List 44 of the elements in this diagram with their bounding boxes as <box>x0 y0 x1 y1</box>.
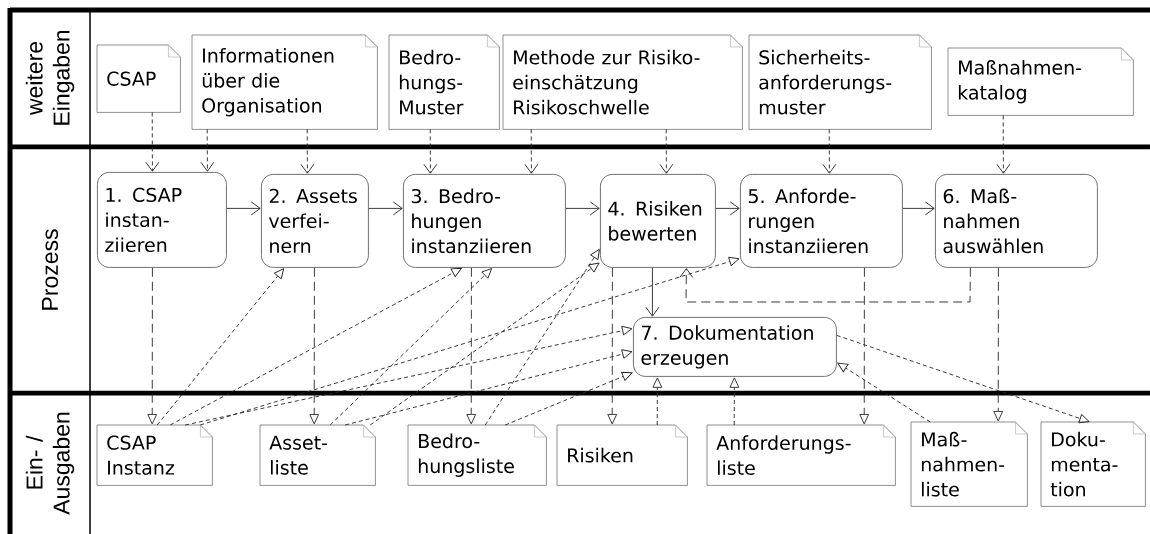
arrow <box>836 334 1090 424</box>
arrow <box>484 248 600 426</box>
arrow <box>309 267 320 425</box>
arrow <box>729 377 740 426</box>
arrow <box>369 262 600 426</box>
arrow <box>607 267 618 425</box>
arrow <box>466 267 477 425</box>
arrow <box>524 128 539 174</box>
arrow <box>368 201 403 216</box>
arrow <box>199 256 740 426</box>
arrow <box>859 267 870 425</box>
arrow <box>993 267 1004 422</box>
process-box: 7. Dokumentation erzeugen <box>633 317 837 377</box>
lane-heading: weitere Eingaben <box>25 30 75 125</box>
arrow <box>184 325 633 426</box>
process-box: 1. CSAP instan- ziieren <box>97 172 227 268</box>
process-box: 3. Bedro- hungen instanziieren <box>403 174 566 268</box>
arrow <box>147 267 158 425</box>
lane-heading: Ein- / Ausgaben <box>25 412 75 515</box>
process-box: 2. Assets verfei- nern <box>261 174 369 268</box>
arrow <box>652 377 663 426</box>
arrow <box>822 128 837 174</box>
arrow <box>156 268 285 426</box>
process-box: 6. Maß- nahmen auswählen <box>935 174 1098 268</box>
arrow <box>200 128 215 172</box>
process-box: 4. Risiken bewerten <box>600 174 716 268</box>
arrow <box>329 268 493 426</box>
arrow <box>645 267 660 317</box>
arrow <box>145 111 160 172</box>
arrow <box>837 362 931 423</box>
process-box: 5. Anforde- rungen instanziieren <box>740 174 903 268</box>
arrow <box>344 349 633 426</box>
arrow <box>300 128 315 174</box>
arrow <box>504 371 633 426</box>
arrow <box>902 201 935 216</box>
arrow <box>226 201 261 216</box>
arrow <box>423 128 438 174</box>
arrow <box>996 114 1011 174</box>
arrow <box>715 201 740 216</box>
arrow <box>679 267 971 303</box>
arrow <box>565 201 600 216</box>
arrow <box>169 267 462 426</box>
lane-heading: Prozess <box>42 229 59 310</box>
arrow <box>659 128 674 174</box>
